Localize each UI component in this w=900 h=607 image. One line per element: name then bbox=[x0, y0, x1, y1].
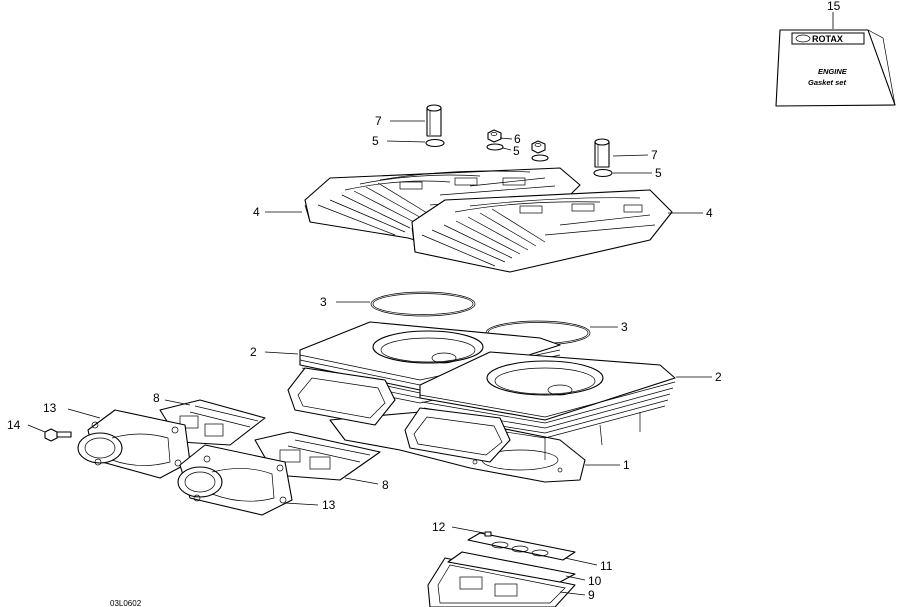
callout-12: 12 bbox=[432, 520, 446, 534]
callout-4a: 4 bbox=[253, 205, 260, 219]
callout-14: 14 bbox=[7, 418, 21, 432]
washer-mid-a bbox=[486, 143, 504, 151]
callout-7b: 7 bbox=[651, 148, 658, 162]
callout-11: 11 bbox=[600, 559, 613, 573]
o-ring-left bbox=[370, 291, 476, 317]
callout-10: 10 bbox=[588, 574, 602, 588]
kit-subtitle: Gasket set bbox=[808, 78, 846, 87]
callout-9: 9 bbox=[588, 588, 595, 602]
stud-right bbox=[594, 138, 610, 168]
callout-4b: 4 bbox=[706, 206, 713, 220]
callout-15: 15 bbox=[827, 0, 841, 13]
washer-mid-b bbox=[531, 154, 549, 162]
screw bbox=[44, 428, 72, 442]
reed-stopper-plate bbox=[447, 551, 576, 583]
drawing-code: 03L0602 bbox=[110, 599, 142, 607]
reed-block bbox=[427, 557, 576, 607]
callout-13a: 13 bbox=[43, 401, 57, 415]
callout-2a: 2 bbox=[250, 345, 257, 359]
callout-6: 6 bbox=[514, 132, 521, 146]
washer-right bbox=[593, 168, 613, 178]
callout-8a: 8 bbox=[153, 391, 160, 405]
callout-5b: 5 bbox=[513, 144, 520, 158]
cylinder-head-right bbox=[411, 189, 673, 273]
callout-3a: 3 bbox=[320, 295, 327, 309]
nut-a bbox=[487, 129, 502, 143]
intake-port-right bbox=[404, 407, 511, 463]
cylinder-right bbox=[419, 351, 676, 460]
callout-5a: 5 bbox=[372, 134, 379, 148]
reed-petals bbox=[467, 532, 576, 561]
callout-8b: 8 bbox=[382, 478, 389, 492]
washer-left bbox=[425, 138, 445, 148]
stud-left bbox=[426, 104, 442, 137]
nut-b bbox=[531, 140, 546, 154]
intake-port-left bbox=[287, 367, 396, 426]
kit-title: ENGINE bbox=[818, 67, 848, 76]
callout-1: 1 bbox=[623, 458, 630, 472]
kit-brand: ROTAX bbox=[812, 34, 843, 44]
callout-3b: 3 bbox=[621, 320, 628, 334]
small-screw bbox=[484, 531, 492, 537]
callout-2b: 2 bbox=[715, 370, 722, 384]
rotax-logo-icon bbox=[795, 34, 811, 43]
callout-7a: 7 bbox=[375, 114, 382, 128]
callout-13b: 13 bbox=[322, 498, 336, 512]
intake-manifold-upper bbox=[77, 409, 191, 479]
callout-5c: 5 bbox=[655, 166, 662, 180]
gasket-kit-booklet: ROTAX ENGINE Gasket set bbox=[775, 29, 896, 107]
intake-manifold-lower bbox=[177, 444, 293, 516]
